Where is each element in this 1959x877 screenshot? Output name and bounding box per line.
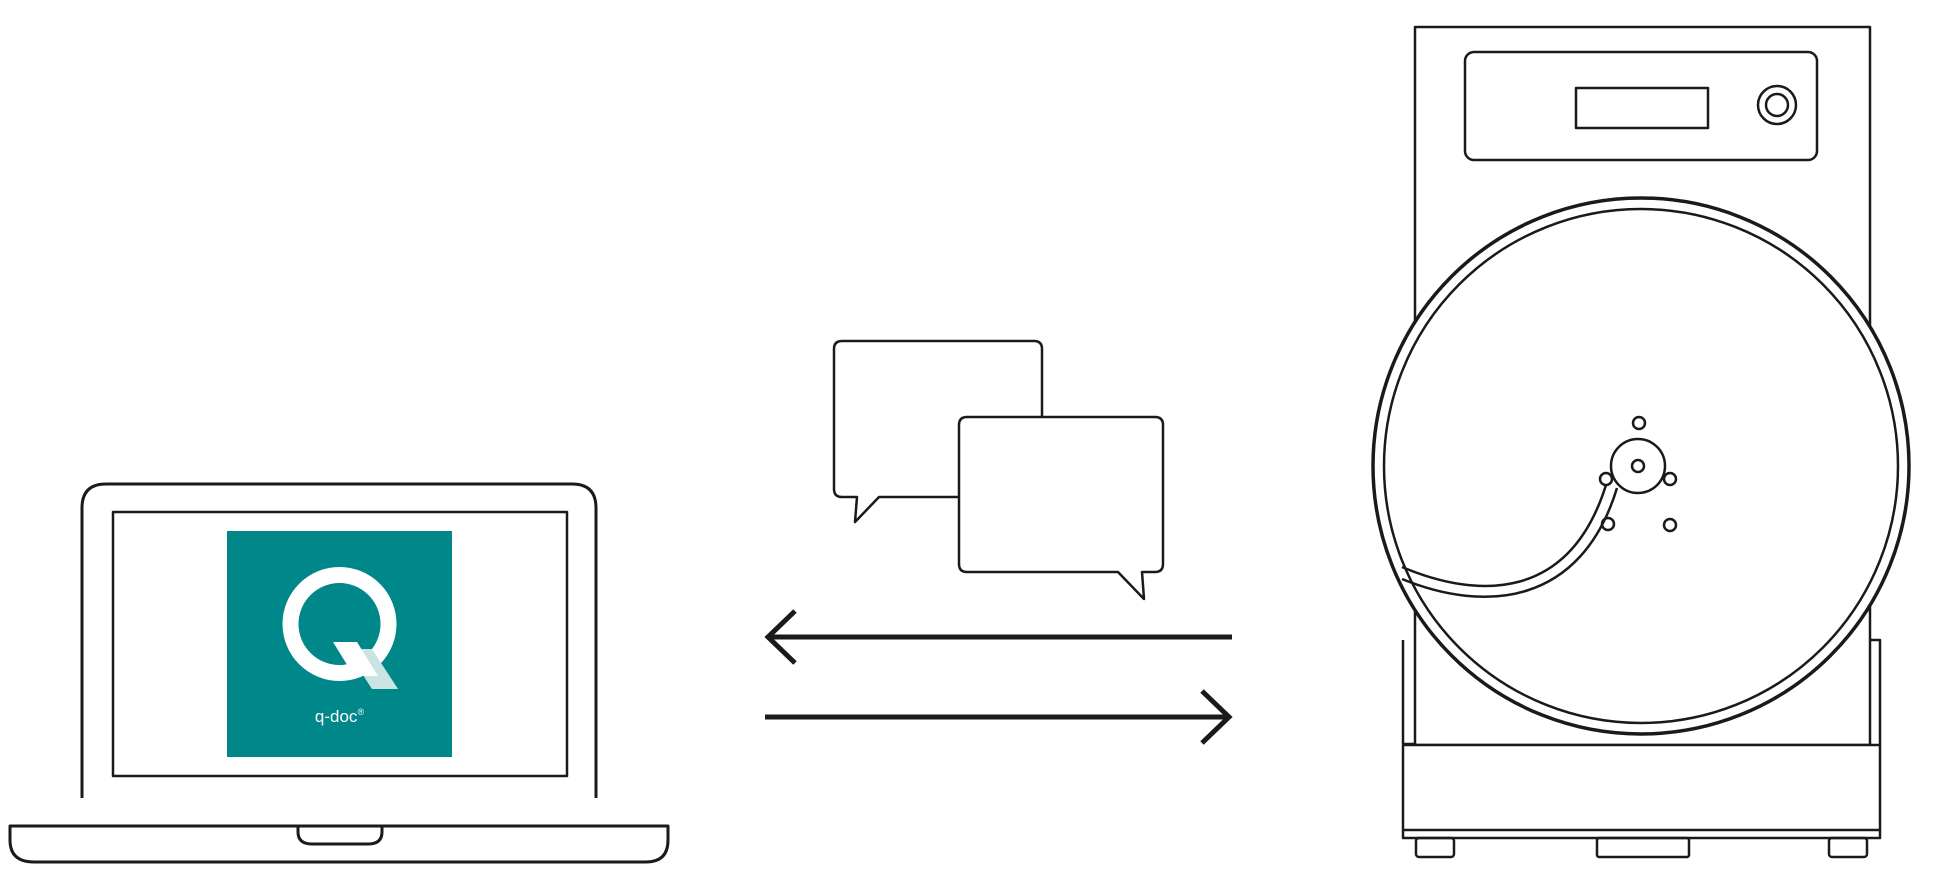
- machine-hub: [1609, 437, 1667, 495]
- machine-knob-inner: [1764, 92, 1790, 118]
- logo-q-tail: [333, 642, 378, 676]
- logo-wordmark: q-doc®: [315, 707, 365, 726]
- laptop-screen: [111, 510, 569, 778]
- arrow-right-icon: [765, 689, 1233, 745]
- testing-machine-icon: [1371, 25, 1911, 859]
- laptop-icon: [8, 482, 670, 864]
- chat-bubble-front: [957, 415, 1165, 601]
- logo-registered-mark: ®: [357, 707, 364, 717]
- machine-display: [1574, 86, 1710, 130]
- machine-bolt: [1662, 471, 1678, 487]
- logo-q-ring: [282, 567, 397, 681]
- machine-spiral-arm-outer: [1401, 484, 1608, 588]
- machine-foot-right: [1827, 836, 1869, 859]
- machine-knob-outer: [1756, 84, 1798, 126]
- laptop-notch: [296, 826, 384, 846]
- machine-bolt: [1631, 415, 1647, 431]
- logo-text: q-doc: [315, 707, 358, 726]
- chat-bubbles-icon: [832, 339, 1165, 601]
- machine-control-panel: [1463, 50, 1819, 162]
- machine-foot-left: [1414, 836, 1456, 859]
- machine-bolt: [1598, 471, 1614, 487]
- machine-side-step: [1870, 638, 1882, 745]
- arrow-left-icon: [764, 609, 1232, 665]
- machine-bolt: [1600, 516, 1616, 532]
- machine-bolt: [1662, 517, 1678, 533]
- laptop-lid: [80, 482, 598, 798]
- machine-drum-inner: [1382, 207, 1900, 725]
- machine-base: [1401, 743, 1882, 840]
- machine-hub-center: [1630, 458, 1646, 474]
- machine-foot-center: [1595, 836, 1691, 859]
- machine-spiral-arm-inner: [1401, 487, 1619, 598]
- q-doc-logo: q-doc®: [227, 531, 452, 757]
- laptop-base: [8, 824, 670, 864]
